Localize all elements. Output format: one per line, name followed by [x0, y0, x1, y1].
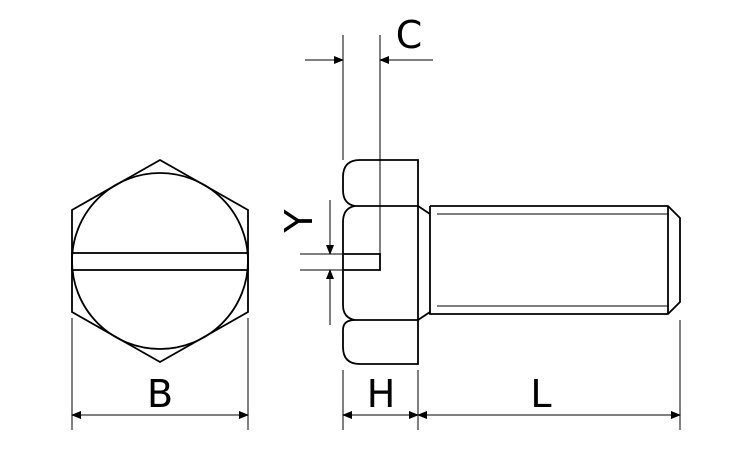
dim-y-label: Y — [277, 209, 321, 234]
dim-c-label: C — [396, 13, 423, 57]
dim-l-label: L — [530, 372, 551, 416]
dim-h-label: H — [367, 372, 396, 416]
front-view — [71, 158, 249, 364]
shank-outline — [417, 205, 681, 321]
dim-y: Y — [277, 200, 343, 325]
dim-c: C — [305, 13, 433, 254]
dim-l: L — [417, 320, 681, 430]
side-slot — [343, 253, 381, 271]
dim-h: H — [342, 370, 419, 430]
head-circle — [71, 172, 249, 350]
side-view — [342, 159, 681, 365]
head-profile — [342, 159, 419, 365]
hex-outline — [71, 158, 249, 364]
slot — [71, 252, 249, 271]
dim-b-label: B — [147, 372, 173, 416]
dim-b: B — [71, 318, 249, 430]
